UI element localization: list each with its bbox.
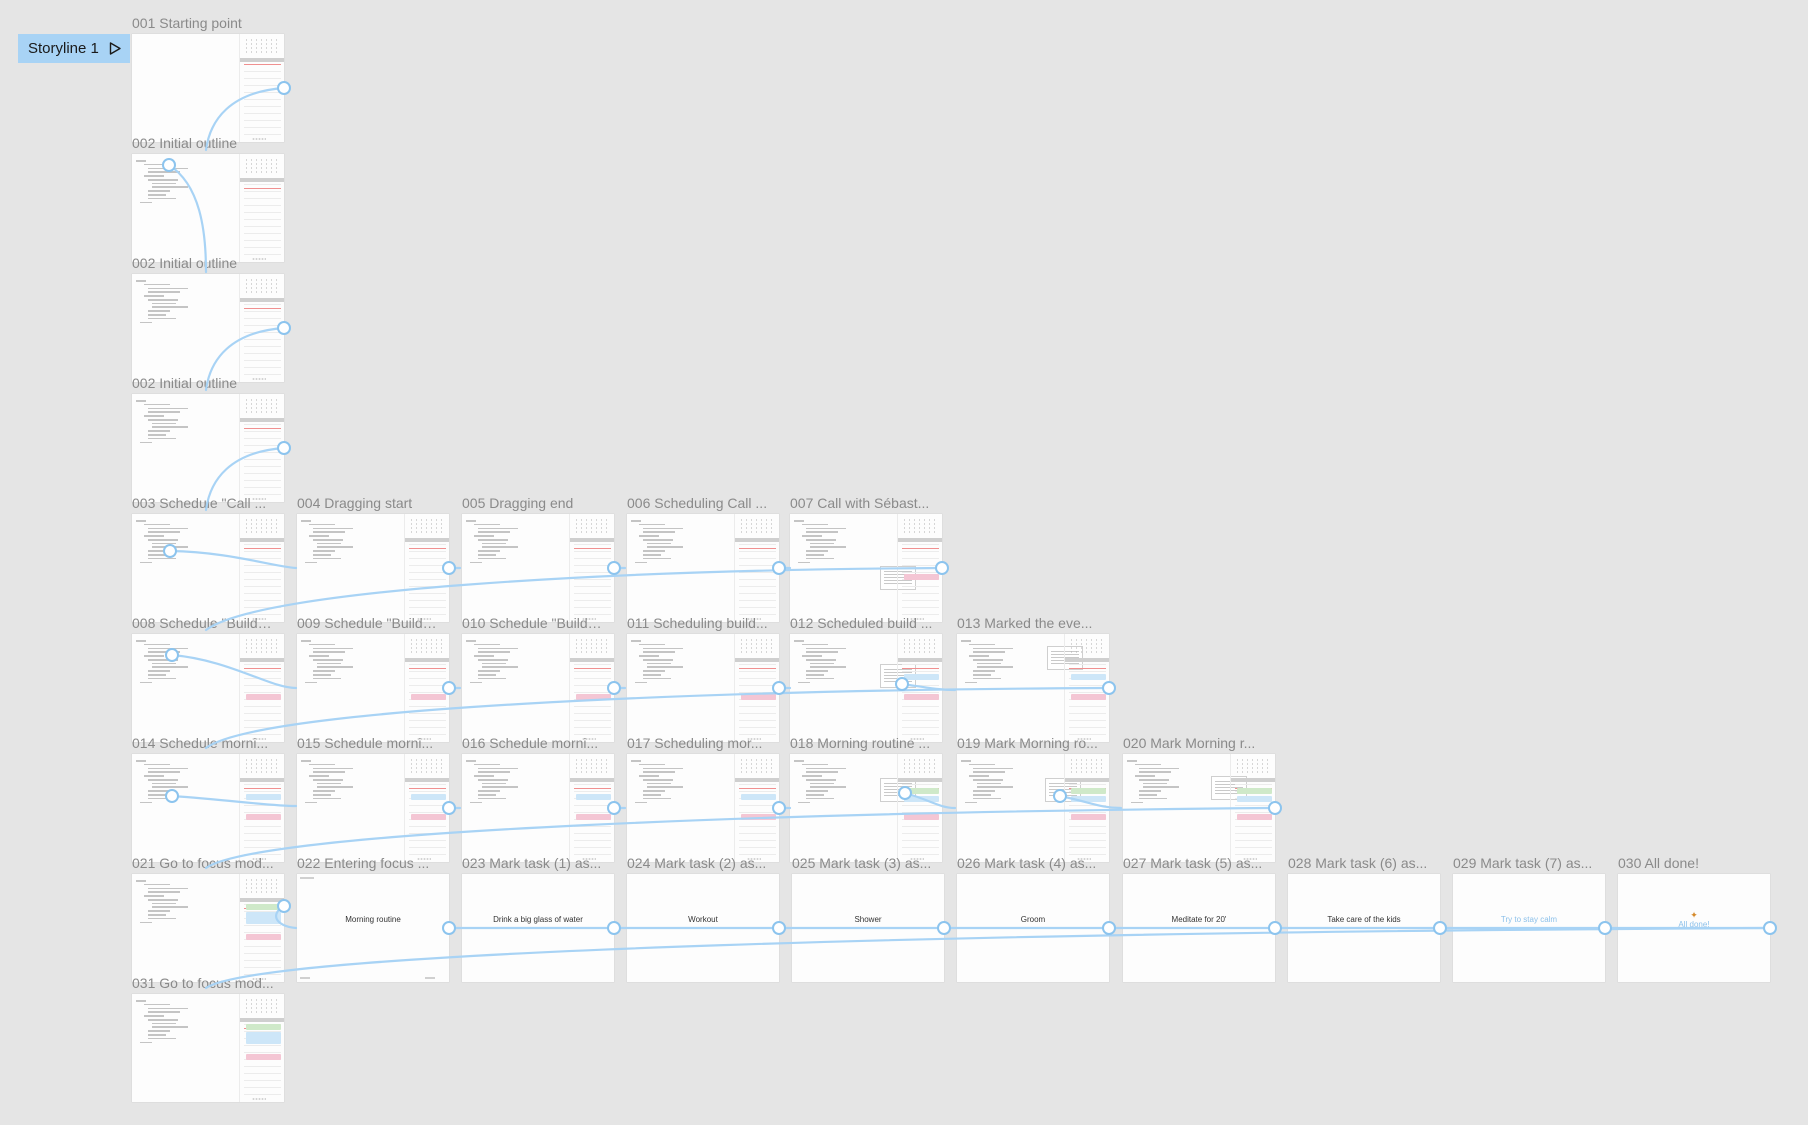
focus-frame-025[interactable]: Shower [792, 874, 944, 982]
frame-label: 007 Call with Sébast... [790, 495, 930, 511]
focus-frame-026[interactable]: Groom [957, 874, 1109, 982]
storyline-label: Storyline 1 [28, 40, 99, 57]
screen-frame-008[interactable] [132, 634, 284, 742]
focus-frame-029[interactable]: Try to stay calm [1453, 874, 1605, 982]
focus-frame-022[interactable]: Morning routine [297, 874, 449, 982]
frame-label: 004 Dragging start [297, 495, 413, 511]
screen-frame-020[interactable] [1123, 754, 1275, 862]
party-popper-icon: ✦ [1690, 910, 1698, 920]
focus-task-text: Try to stay calm [1500, 915, 1558, 924]
screen-frame-002b[interactable] [132, 274, 284, 382]
screen-frame-013[interactable] [957, 634, 1109, 742]
frame-label: 030 All done! [1618, 855, 1699, 871]
frame-label: 022 Entering focus ... [297, 855, 430, 871]
screen-frame-002c[interactable] [132, 394, 284, 502]
focus-frame-023[interactable]: Drink a big glass of water [462, 874, 614, 982]
focus-frame-030[interactable]: ✦ All done! [1618, 874, 1770, 982]
frame-label: 026 Mark task (4) as... [957, 855, 1097, 871]
screen-frame-010[interactable] [462, 634, 614, 742]
focus-task-text: Drink a big glass of water [493, 915, 583, 924]
storyline-button[interactable]: Storyline 1 [18, 34, 130, 63]
frame-label: 018 Morning routine ... [790, 735, 931, 751]
frame-label: 014 Schedule morni... [132, 735, 269, 751]
frame-label: 031 Go to focus mod... [132, 975, 274, 991]
frame-label: 017 Scheduling mor... [627, 735, 763, 751]
screen-frame-004[interactable] [297, 514, 449, 622]
frame-label: 002 Initial outline [132, 135, 238, 151]
screen-frame-003[interactable] [132, 514, 284, 622]
frame-label: 021 Go to focus mod... [132, 855, 274, 871]
frame-label: 023 Mark task (1) as... [462, 855, 602, 871]
focus-task-text: Shower [854, 915, 882, 924]
frame-label: 024 Mark task (2) as... [627, 855, 767, 871]
focus-task-text: Workout [688, 915, 718, 924]
screen-frame-014[interactable] [132, 754, 284, 862]
frame-label: 008 Schedule "Build ... [132, 615, 272, 631]
screen-frame-016[interactable] [462, 754, 614, 862]
focus-task-text: Meditate for 20' [1171, 915, 1227, 924]
screen-frame-021[interactable] [132, 874, 284, 982]
screen-frame-006[interactable] [627, 514, 779, 622]
frame-label: 002 Initial outline [132, 375, 238, 391]
frame-label: 015 Schedule morni... [297, 735, 434, 751]
screen-frame-005[interactable] [462, 514, 614, 622]
screen-frame-031[interactable] [132, 994, 284, 1102]
frame-label: 002 Initial outline [132, 255, 238, 271]
screen-frame-012[interactable] [790, 634, 942, 742]
screen-frame-018[interactable] [790, 754, 942, 862]
frame-label: 013 Marked the eve... [957, 615, 1093, 631]
screen-frame-019[interactable] [957, 754, 1109, 862]
screen-frame-015[interactable] [297, 754, 449, 862]
focus-frame-028[interactable]: Take care of the kids [1288, 874, 1440, 982]
focus-task-text: Take care of the kids [1327, 915, 1401, 924]
frame-label: 006 Scheduling Call ... [627, 495, 768, 511]
screen-frame-011[interactable] [627, 634, 779, 742]
frame-label: 001 Starting point [132, 15, 242, 31]
frame-label: 020 Mark Morning r... [1123, 735, 1256, 751]
focus-task-text: Morning routine [345, 915, 401, 924]
frame-label: 027 Mark task (5) as... [1123, 855, 1263, 871]
frame-label: 025 Mark task (3) as... [792, 855, 932, 871]
alldone-text: All done! [1678, 920, 1710, 929]
screen-frame-002a[interactable] [132, 154, 284, 262]
frame-label: 028 Mark task (6) as... [1288, 855, 1428, 871]
frame-label: 016 Schedule morni... [462, 735, 599, 751]
frame-label: 003 Schedule "Call ... [132, 495, 267, 511]
frame-label: 011 Scheduling build... [627, 615, 768, 631]
screen-frame-007[interactable] [790, 514, 942, 622]
frame-label: 009 Schedule "Build ... [297, 615, 437, 631]
frame-label: 019 Mark Morning ro... [957, 735, 1098, 751]
frame-label: 012 Scheduled build ... [790, 615, 933, 631]
frame-label: 029 Mark task (7) as... [1453, 855, 1593, 871]
screen-frame-017[interactable] [627, 754, 779, 862]
screen-frame-001[interactable] [132, 34, 284, 142]
screen-frame-009[interactable] [297, 634, 449, 742]
frame-label: 010 Schedule "Build ... [462, 615, 602, 631]
focus-task-text: Groom [1020, 915, 1046, 924]
focus-frame-024[interactable]: Workout [627, 874, 779, 982]
frame-label: 005 Dragging end [462, 495, 574, 511]
play-icon [109, 42, 121, 55]
focus-frame-027[interactable]: Meditate for 20' [1123, 874, 1275, 982]
